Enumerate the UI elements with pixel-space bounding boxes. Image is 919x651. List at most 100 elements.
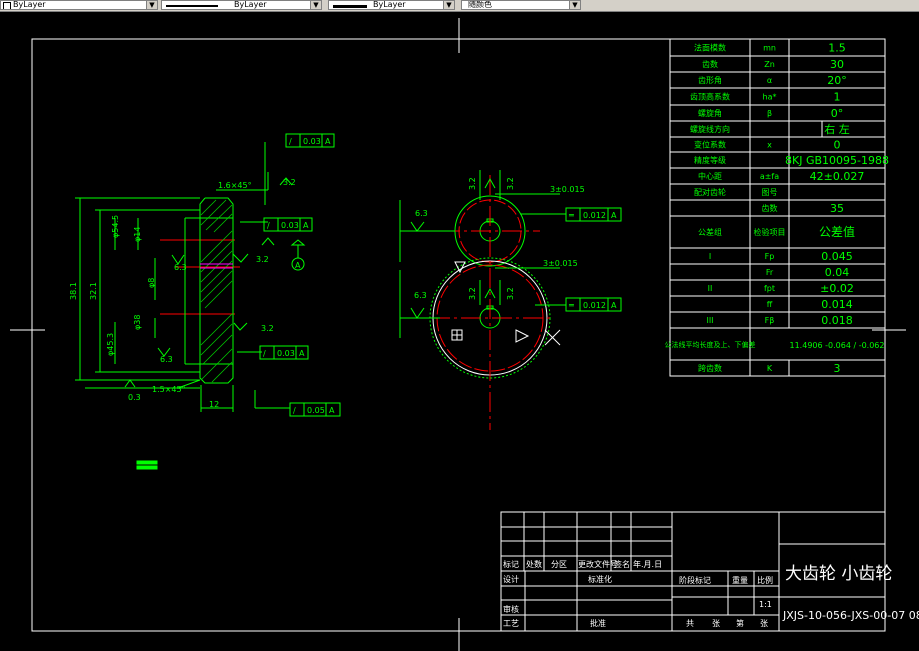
front-view-text: 3±0.015 3±0.015 6.3 6.3 3.2 3.2 3.2 3.2 xyxy=(414,177,585,300)
param-symbol-18: K xyxy=(767,364,773,373)
rough-8: 6.3 xyxy=(414,291,427,300)
tb-row-design: 设计 xyxy=(503,574,519,584)
param-name-5: 螺旋线方向 xyxy=(690,124,730,134)
param-value-13: 0.04 xyxy=(825,266,850,279)
drawing-code: JXJS-10-056-JXS-00-07 08 xyxy=(782,609,919,622)
lineweight-preview-icon xyxy=(333,5,367,8)
datum-label: A xyxy=(295,261,301,270)
param-value-4: 0° xyxy=(831,107,844,120)
tol-datum-3: A xyxy=(299,349,305,358)
tol-symbol: ═ xyxy=(568,211,574,220)
title-block-text: 标记 处数 分区 更改文件号 签名 年.月.日 设计 标准化 审核 工艺 批准 … xyxy=(503,559,919,628)
param-name-7: 精度等级 xyxy=(694,155,726,165)
tol-value-2: 0.03 xyxy=(281,221,299,230)
param-value-10: 35 xyxy=(830,202,844,215)
param-value-0: 1.5 xyxy=(828,42,846,55)
tb-stage-weight: 重量 xyxy=(732,575,748,585)
tb-scale-value: 1:1 xyxy=(759,600,772,609)
param-symbol-6: x xyxy=(767,141,772,150)
tol-symbol: ∕ xyxy=(263,349,266,358)
tb-stage-mark: 阶段标记 xyxy=(679,575,711,585)
tol-symbol: ∕ xyxy=(267,221,270,230)
dim-d5: φ38 xyxy=(133,315,142,330)
tb-row-standard: 标准化 xyxy=(588,574,612,584)
param-value-15: 0.014 xyxy=(821,298,853,311)
param-value-17: 11.4906 -0.064 / -0.062 xyxy=(790,341,885,350)
rough-2: 6.3 xyxy=(174,263,187,272)
color-combo[interactable]: 随颜色 ▼ xyxy=(461,0,581,10)
dim-d1: φ54.5 xyxy=(111,215,120,238)
param-name-2: 齿形角 xyxy=(698,75,722,85)
rough-9: 3.2 xyxy=(468,177,477,190)
rough-4: 3.2 xyxy=(261,324,274,333)
properties-toolbar: ByLayer ▼ ByLayer ▼ ByLayer ▼ 随颜色 ▼ xyxy=(0,0,919,12)
param-symbol-8: a±fa xyxy=(760,172,779,181)
tb-row-review: 审核 xyxy=(503,604,519,614)
tol-value-5: 0.012 xyxy=(583,211,606,220)
tolerance-text: ∕ 0.03 A ∕ 0.03 A ∕ 0.03 A ∕ 0.05 A ═ 0.… xyxy=(69,137,617,415)
rough-1: 3.2 xyxy=(283,178,296,187)
linetype-preview-icon xyxy=(166,5,218,7)
chevron-down-icon[interactable]: ▼ xyxy=(443,1,454,9)
gear-front-view xyxy=(399,170,566,430)
rough-6: 0.3 xyxy=(128,393,141,402)
tb-header-zone: 分区 xyxy=(551,560,567,569)
param-value-1: 30 xyxy=(830,58,844,71)
lineweight-combo-value: ByLayer xyxy=(373,0,406,9)
param-symbol-10: 齿数 xyxy=(762,203,778,213)
chevron-down-icon[interactable]: ▼ xyxy=(310,1,321,9)
param-symbol-9: 图号 xyxy=(762,188,778,197)
tb-sheets-total: 共 xyxy=(686,619,694,628)
param-name-14: II xyxy=(708,284,713,293)
param-value-18: 3 xyxy=(834,362,841,375)
tb-header-date: 年.月.日 xyxy=(633,559,662,569)
param-name-6: 变位系数 xyxy=(694,140,726,150)
param-value-12: 0.045 xyxy=(821,250,853,263)
dim-ctr-1: 3±0.015 xyxy=(550,185,585,194)
tb-row-process: 工艺 xyxy=(503,619,519,628)
lineweight-combo[interactable]: ByLayer ▼ xyxy=(328,0,455,10)
drawing-title: 大齿轮 小齿轮 xyxy=(785,564,892,584)
param-name-3: 齿顶高系数 xyxy=(690,92,730,102)
tol-value-3: 0.03 xyxy=(277,349,295,358)
layer-combo[interactable]: ByLayer ▼ xyxy=(0,0,158,10)
tb-header-mark: 标记 xyxy=(503,559,519,569)
param-value-11: 公差值 xyxy=(819,224,855,239)
dim-d2: φ14 xyxy=(133,227,142,242)
drawing-canvas[interactable]: 标记 处数 分区 更改文件号 签名 年.月.日 设计 标准化 审核 工艺 批准 … xyxy=(0,11,919,651)
layer-combo-value: ByLayer xyxy=(13,0,46,9)
tol-symbol: ∕ xyxy=(293,406,296,415)
param-value-2: 20° xyxy=(827,74,847,87)
param-symbol-3: ha* xyxy=(763,93,777,102)
param-symbol-2: α xyxy=(767,76,772,85)
param-name-16: III xyxy=(706,316,713,325)
param-name-1: 齿数 xyxy=(702,59,718,69)
param-symbol-1: Zn xyxy=(764,60,775,69)
linetype-combo-value: ByLayer xyxy=(234,0,267,9)
param-value-8: 42±0.027 xyxy=(810,170,865,183)
param-value-16: 0.018 xyxy=(821,314,853,327)
tolerance-frames xyxy=(259,133,622,417)
param-symbol-16: Fβ xyxy=(765,316,775,325)
tb-header-sign: 签名 xyxy=(614,559,630,569)
tol-value-1: 0.03 xyxy=(303,137,321,146)
rough-12: 3.2 xyxy=(506,287,515,300)
tol-datum-4: A xyxy=(329,406,335,415)
param-name-17: 公法线平均长度及上、下偏差 xyxy=(665,340,756,349)
dim-d3: φ8 xyxy=(147,278,156,288)
tb-header-docno: 更改文件号 xyxy=(578,559,618,569)
rough-5: 6.3 xyxy=(160,355,173,364)
param-name-12: I xyxy=(709,252,711,261)
chevron-down-icon[interactable]: ▼ xyxy=(569,1,580,9)
linetype-combo[interactable]: ByLayer ▼ xyxy=(161,0,322,10)
tb-stage-scale: 比例 xyxy=(757,575,773,585)
param-name-9: 配对齿轮 xyxy=(694,187,726,197)
tol-symbol: ∕ xyxy=(289,137,292,146)
chevron-down-icon[interactable]: ▼ xyxy=(146,1,157,9)
rough-10: 3.2 xyxy=(506,177,515,190)
param-value-6: 0 xyxy=(834,139,841,152)
param-value-5: 右 左 xyxy=(824,122,850,136)
param-symbol-0: mn xyxy=(763,44,776,53)
param-symbol-13: Fr xyxy=(766,268,774,277)
